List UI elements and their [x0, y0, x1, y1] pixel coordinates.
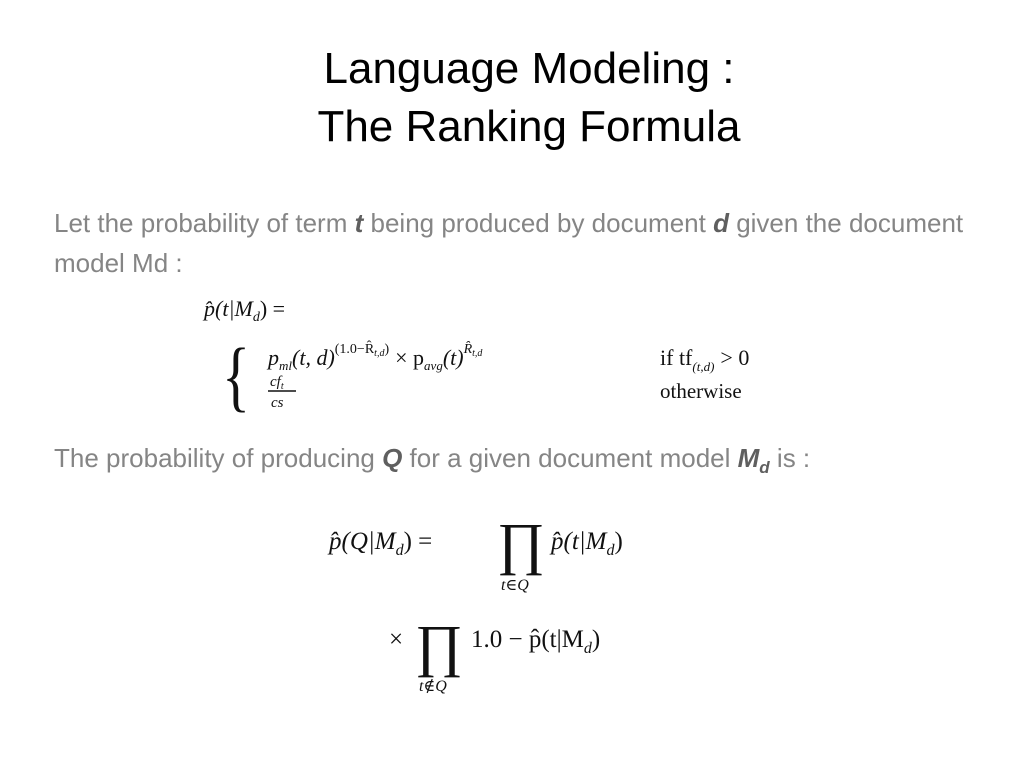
para1-text-mid: being produced by document: [363, 208, 714, 238]
term-probability-formula: p̂(t|Md) = { pml(t, d)(1.0−R̂t,d)× pavg(…: [198, 290, 838, 420]
term-probability-formula-svg: p̂(t|Md) = { pml(t, d)(1.0−R̂t,d)× pavg(…: [202, 296, 749, 419]
f1-case2-denominator: cs: [271, 395, 284, 411]
term-t: t: [354, 208, 364, 238]
f2-line1-lhs: p̂(Q|Md) =: [327, 528, 432, 559]
f2-product-symbol-2: ∏: [415, 613, 463, 678]
para1-text-start: Let the probability of term: [54, 208, 355, 238]
para2-text-mid: for a given document model: [402, 443, 738, 473]
f1-case1-condition: if tf(t,d)> 0: [660, 345, 749, 374]
model-m: Md: [737, 443, 770, 477]
f2-product-index-2: t∉Q: [419, 678, 447, 695]
f1-case2-condition: otherwise: [660, 379, 742, 403]
f2-product-index-1: t∈Q: [501, 577, 529, 594]
query-probability-formula: p̂(Q|Md) = ∏ t∈Q p̂(t|Md) × ∏ t∉Q 1.0 − …: [325, 505, 685, 705]
query-q: Q: [382, 443, 403, 473]
title-line-1: Language Modeling :: [323, 44, 735, 93]
f2-line1-rhs: p̂(t|Md): [549, 528, 623, 559]
f1-lhs: p̂(t|Md) =: [202, 296, 285, 325]
document-d: d: [713, 208, 729, 238]
f2-times-sign: ×: [389, 626, 403, 653]
slide-title: Language Modeling : The Ranking Formula: [0, 40, 1024, 156]
para2-text-end: is :: [769, 443, 811, 473]
f2-product-symbol-1: ∏: [497, 511, 545, 576]
f2-line2-rhs: 1.0 − p̂(t|Md): [471, 626, 600, 657]
f1-case1-expression: pml(t, d)(1.0−R̂t,d)× pavg(t)R̂t,d: [266, 340, 483, 373]
query-probability-paragraph: The probability of producing Q for a giv…: [54, 438, 1014, 478]
title-line-2: The Ranking Formula: [317, 102, 741, 151]
definition-paragraph: Let the probability of term t being prod…: [54, 203, 984, 283]
f1-left-brace: {: [222, 333, 250, 419]
para1-text-end: given the document model Md :: [54, 208, 964, 278]
query-probability-formula-svg: p̂(Q|Md) = ∏ t∈Q p̂(t|Md) × ∏ t∉Q 1.0 − …: [327, 511, 623, 695]
para2-text-start: The probability of producing: [54, 443, 383, 473]
f1-case2-numerator: cft: [270, 374, 284, 392]
